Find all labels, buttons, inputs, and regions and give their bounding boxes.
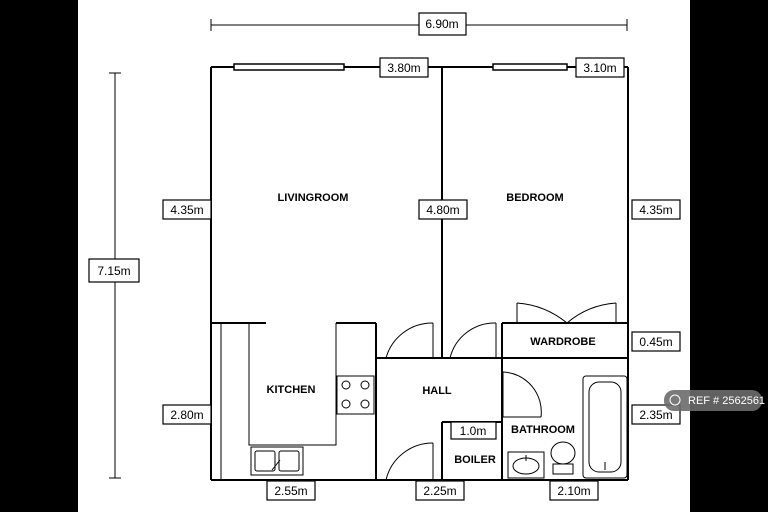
- dimension-kitchen-left: 2.80m: [162, 404, 212, 425]
- svg-text:2.25m: 2.25m: [423, 484, 456, 498]
- dimension-middle-wall: 4.80m: [418, 199, 468, 220]
- dimension-boiler-width: 1.0m: [450, 421, 497, 440]
- basin-icon: [507, 451, 545, 479]
- dimension-bottom-kitchen: 2.55m: [266, 480, 316, 501]
- wardrobe-doors-icon: [516, 302, 617, 324]
- overall-height-label: 7.15m: [97, 264, 130, 278]
- bedroom-window: [492, 63, 568, 71]
- dimension-wardrobe-depth: 0.45m: [631, 331, 681, 352]
- dimension-living-left: 4.35m: [162, 199, 212, 220]
- living-window: [233, 63, 345, 71]
- room-label-bedroom: BEDROOM: [506, 192, 563, 204]
- bathroom-door-icon: [502, 371, 542, 418]
- overall-height-dimension: 7.15m: [88, 72, 140, 479]
- front-door-icon: [385, 442, 434, 481]
- room-label-hall: HALL: [422, 385, 452, 397]
- svg-text:3.80m: 3.80m: [387, 61, 420, 75]
- svg-text:0.45m: 0.45m: [639, 335, 672, 349]
- reference-badge: REF # 2562561: [664, 390, 765, 411]
- hob-icon: [336, 375, 375, 415]
- dimension-bottom-hall: 2.25m: [415, 480, 465, 501]
- reference-number: REF # 2562561: [688, 395, 765, 407]
- bedroom-door-icon: [449, 322, 497, 359]
- living-door-icon: [385, 322, 434, 359]
- svg-text:2.55m: 2.55m: [274, 484, 307, 498]
- svg-text:4.80m: 4.80m: [426, 203, 459, 217]
- dimension-bedroom-right: 4.35m: [631, 199, 681, 220]
- bathroom-fixtures: [507, 375, 628, 479]
- overall-width-dimension: 6.90m: [210, 12, 628, 36]
- doors: [385, 302, 617, 481]
- dimension-living-width: 3.80m: [379, 57, 429, 78]
- svg-text:2.80m: 2.80m: [170, 408, 203, 422]
- room-label-wardrobe: WARDROBE: [530, 336, 595, 348]
- toilet-icon: [550, 441, 576, 475]
- dimension-bathroom-right: 2.35m: [631, 404, 681, 425]
- room-label-livingroom: LIVINGROOM: [278, 192, 349, 204]
- home-icon: [669, 394, 681, 406]
- svg-text:3.10m: 3.10m: [583, 61, 616, 75]
- svg-text:2.10m: 2.10m: [557, 484, 590, 498]
- plan-background: [78, 0, 690, 512]
- dimension-bedroom-width: 3.10m: [575, 57, 625, 78]
- bathtub-icon: [582, 375, 628, 479]
- dimension-bottom-bathroom: 2.10m: [549, 480, 599, 501]
- room-label-bathroom: BATHROOM: [511, 424, 575, 436]
- room-label-boiler: BOILER: [454, 454, 496, 466]
- overall-width-label: 6.90m: [425, 17, 458, 31]
- svg-text:4.35m: 4.35m: [170, 203, 203, 217]
- svg-text:4.35m: 4.35m: [639, 203, 672, 217]
- kitchen-sink-icon: [250, 446, 304, 476]
- svg-text:2.35m: 2.35m: [639, 408, 672, 422]
- room-label-kitchen: KITCHEN: [267, 384, 316, 396]
- kitchen-counter: [220, 323, 375, 480]
- svg-text:1.0m: 1.0m: [460, 424, 487, 438]
